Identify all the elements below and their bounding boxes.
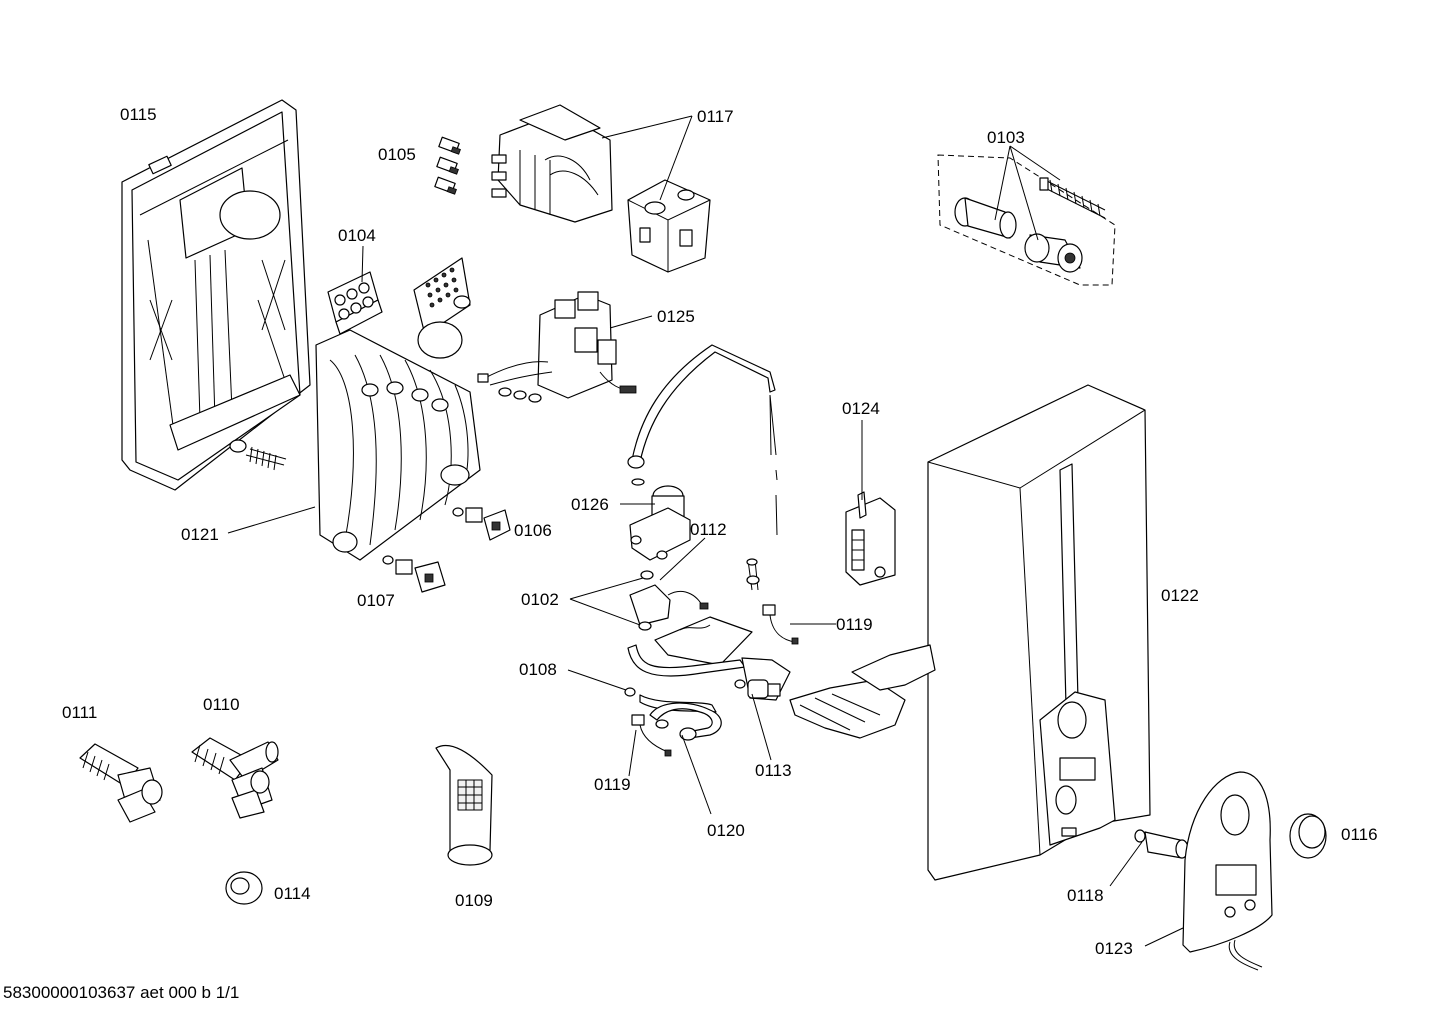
part-0121-heating-block: [315, 257, 481, 561]
part-0103-anchor-set: [937, 154, 1116, 286]
label-0113: 0113: [755, 761, 792, 780]
part-0114-ring: [225, 871, 263, 905]
leader-lines: [227, 115, 1184, 947]
label-0115: 0115: [120, 105, 157, 124]
part-labels: 0115 0105 0117 0103 0104 0125 0124 0126 …: [62, 105, 1378, 958]
part-0117-relay: [491, 104, 711, 273]
part-0109-filter: [435, 744, 493, 866]
label-0119-upper: 0119: [836, 615, 873, 634]
label-0103: 0103: [987, 128, 1025, 147]
part-0106-connector: [452, 507, 511, 541]
label-0111: 0111: [62, 703, 97, 722]
label-0109: 0109: [455, 891, 493, 910]
label-0123: 0123: [1095, 939, 1133, 958]
label-0110: 0110: [203, 695, 240, 714]
label-0116: 0116: [1341, 825, 1378, 844]
label-0126: 0126: [571, 495, 609, 514]
label-0107: 0107: [357, 591, 395, 610]
part-0122-housing: [927, 384, 1151, 881]
part-0118-plug: [1134, 829, 1189, 859]
part-0113-fitting: [734, 679, 781, 699]
part-0124-module: [845, 491, 896, 586]
part-0126-pipe-valve: [627, 344, 778, 561]
label-0122: 0122: [1161, 586, 1199, 605]
label-0108: 0108: [519, 660, 557, 679]
label-0114: 0114: [274, 884, 311, 903]
label-0118: 0118: [1067, 886, 1104, 905]
label-0121: 0121: [181, 525, 219, 544]
part-0123-control-panel: [1182, 771, 1273, 971]
part-0116-knob: [1289, 813, 1327, 859]
part-mounting-plate: [789, 644, 936, 739]
label-0112: 0112: [690, 520, 727, 539]
label-0102: 0102: [521, 590, 559, 609]
label-0105: 0105: [378, 145, 416, 164]
part-0111-fitting: [79, 743, 163, 823]
label-0124: 0124: [842, 399, 880, 418]
label-0117: 0117: [697, 107, 734, 126]
part-0105-terminals: [434, 136, 461, 195]
part-0119-sensor-b: [631, 714, 672, 757]
label-0104: 0104: [338, 226, 376, 245]
document-footer-id: 58300000103637 aet 000 b 1/1: [3, 983, 239, 1002]
part-0115-back-plate: [121, 99, 311, 491]
part-0120-hose: [649, 702, 722, 741]
label-0119-lower: 0119: [594, 775, 631, 794]
part-0119-sensor-a: [762, 604, 799, 645]
part-0125-control-board: [477, 291, 637, 403]
label-0125: 0125: [657, 307, 695, 326]
label-0120: 0120: [707, 821, 745, 840]
part-0107-connector: [382, 555, 446, 593]
label-0106: 0106: [514, 521, 552, 540]
part-0104-terminal-block: [327, 271, 383, 335]
part-0110-valve: [191, 737, 279, 819]
